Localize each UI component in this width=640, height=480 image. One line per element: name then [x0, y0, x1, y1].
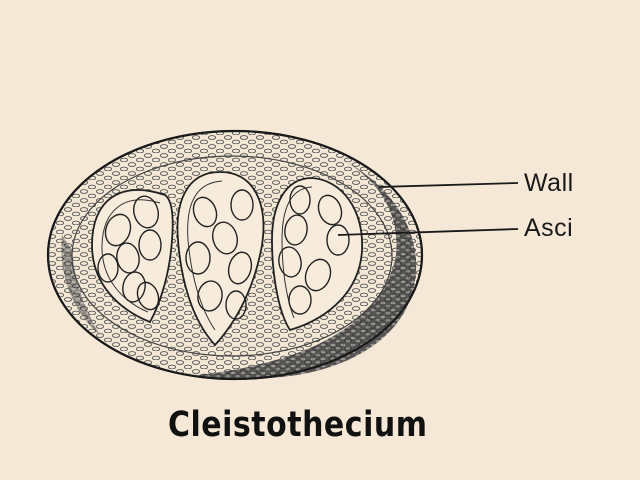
ascus-right — [271, 177, 363, 332]
asci-pointer-line — [337, 228, 519, 236]
ascus-left — [91, 189, 174, 324]
wall-pointer-line — [377, 182, 519, 188]
asci-label: Asci — [524, 214, 574, 242]
wall-label: Wall — [524, 169, 574, 197]
diagram-caption: Cleistothecium — [168, 405, 428, 446]
ascus-middle — [176, 171, 265, 347]
